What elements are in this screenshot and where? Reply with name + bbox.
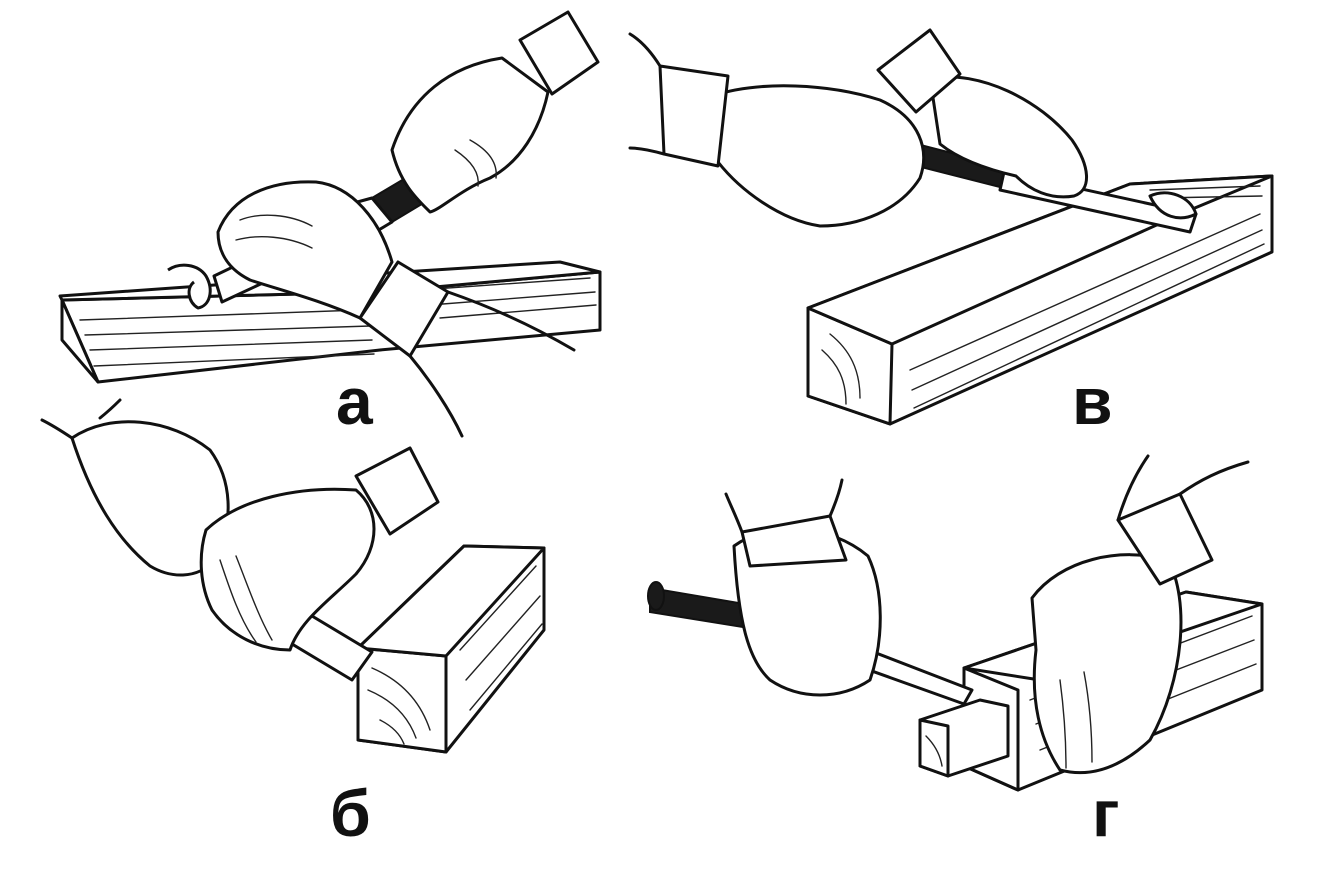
panel-v-left-cuff (658, 64, 730, 168)
panel-g-right-cuff (1116, 492, 1214, 586)
panel-v-left-sleeve (628, 32, 666, 156)
panel-v-drawing (628, 28, 1274, 426)
panel-b-drawing (40, 398, 546, 754)
panel-a-right-cuff (518, 10, 600, 96)
panel-g-right-hand (1030, 553, 1183, 775)
panel-label-v: в (1072, 364, 1113, 438)
panel-v-right-cuff (876, 28, 962, 114)
panel-a-shaving (167, 263, 212, 310)
panel-label-b: б (330, 776, 371, 850)
panel-g-right-sleeve (1116, 454, 1250, 522)
panel-a-sleeve (408, 290, 576, 438)
panel-a-drawing (58, 10, 602, 438)
panel-v-right-hand (928, 75, 1088, 199)
panel-g-left-cuff (740, 514, 848, 568)
panel-g-left-sleeve (724, 478, 844, 534)
panel-b-block (356, 544, 546, 754)
panel-g-tenon (918, 698, 1010, 778)
panel-v-shaving (1148, 191, 1198, 220)
panel-v-left-hand (710, 84, 926, 228)
panel-label-g: г (1092, 776, 1120, 850)
panel-b-front-cuff (354, 446, 440, 536)
panel-label-a: а (336, 364, 373, 438)
panel-b-front-hand (199, 487, 376, 652)
panel-g-drawing (647, 454, 1264, 792)
panel-a-right-hand (390, 56, 550, 214)
panel-b-back-cuff (40, 398, 122, 440)
